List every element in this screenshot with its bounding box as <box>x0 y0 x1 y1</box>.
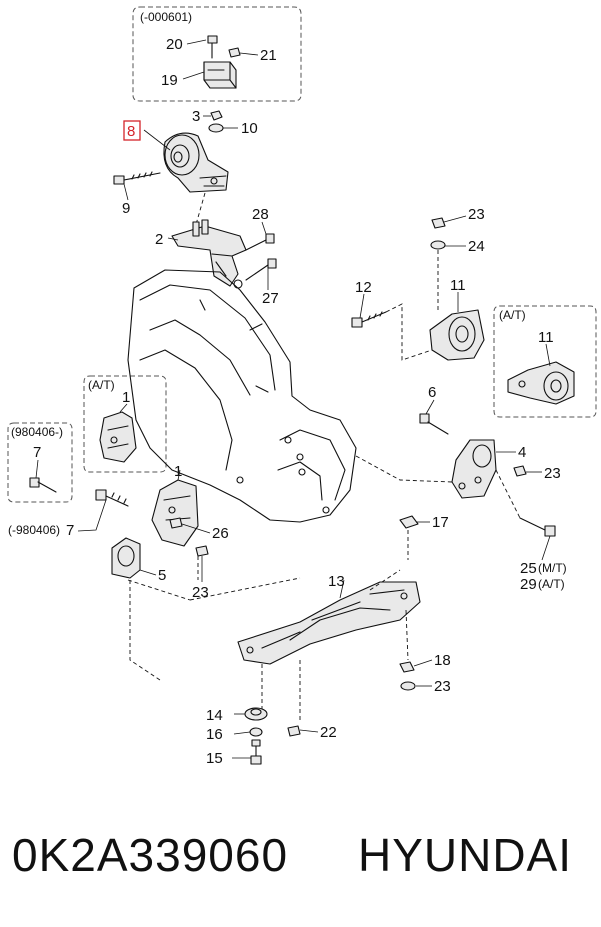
nut-3 <box>210 110 223 121</box>
mount-1 <box>151 479 199 547</box>
bolt-28 <box>245 233 275 251</box>
callout-2: 2 <box>155 231 163 248</box>
variant-label-date-left: (-980406) <box>8 523 60 537</box>
variant-label-at-left: (A/T) <box>88 378 115 392</box>
mount-11 <box>429 309 485 361</box>
callout-15: 15 <box>206 750 223 767</box>
callout-1-at: 1 <box>122 389 130 406</box>
variant-label-at: (A/T) <box>538 577 565 591</box>
mount-17 <box>399 515 419 529</box>
callout-20: 20 <box>166 36 183 53</box>
callout-14: 14 <box>206 707 223 724</box>
callout-6: 6 <box>428 384 436 401</box>
bolt-9 <box>113 171 161 185</box>
nut-18 <box>399 661 415 673</box>
variant-box-date <box>7 422 73 503</box>
callout-21: 21 <box>260 47 277 64</box>
callout-26: 26 <box>212 525 229 542</box>
callout-9: 9 <box>122 200 130 217</box>
part-number: 0K2A339060 <box>12 829 289 881</box>
bolt-20 <box>207 35 218 59</box>
engine-transaxle-outline <box>127 269 357 523</box>
variant-box-at-right <box>493 305 597 418</box>
bracket-19 <box>203 61 237 89</box>
variant-box-at-left <box>83 375 167 473</box>
mount-5 <box>111 537 141 579</box>
callout-24: 24 <box>468 238 485 255</box>
callout-11-at: 11 <box>538 329 554 346</box>
callout-25: 25 <box>520 560 537 577</box>
callout-11: 11 <box>450 277 466 294</box>
bolt-6 <box>419 413 449 435</box>
bolt-12 <box>351 311 387 328</box>
callout-23-left: 23 <box>192 584 209 601</box>
highlight-box-8 <box>123 120 141 141</box>
callout-16: 16 <box>206 726 223 743</box>
bolt-7-box <box>29 477 57 493</box>
bolt-15 <box>250 739 262 765</box>
callout-3: 3 <box>192 108 200 125</box>
variant-label-date: (980406-) <box>11 425 63 439</box>
nut-23-mid <box>513 465 527 477</box>
callout-1: 1 <box>174 463 182 480</box>
callout-12: 12 <box>355 279 372 296</box>
bracket-2 <box>171 219 247 289</box>
callout-10: 10 <box>241 120 258 137</box>
bushing-14 <box>244 707 268 721</box>
bolt-25-29 <box>519 517 556 537</box>
callout-8: 8 <box>127 123 135 140</box>
callout-22: 22 <box>320 724 337 741</box>
mount-1-at <box>99 411 137 463</box>
crossmember-13 <box>237 581 421 665</box>
callout-19: 19 <box>161 72 178 89</box>
leader-lines <box>35 39 551 759</box>
variant-label-top: (-000601) <box>140 10 192 24</box>
engine-mount-exploded-diagram: (-000601) 20 21 19 3 10 8 9 2 28 27 23 2… <box>7 6 597 767</box>
washer-16 <box>249 727 263 737</box>
washer-24 <box>430 240 446 250</box>
mount-11-at <box>507 361 575 405</box>
nut-22 <box>287 725 301 737</box>
callout-18: 18 <box>434 652 451 669</box>
callout-23-bottom: 23 <box>434 678 451 695</box>
nut-23-left <box>195 545 209 557</box>
nut-23-bottom <box>400 681 416 691</box>
brand-name: HYUNDAI <box>358 829 573 881</box>
callout-28: 28 <box>252 206 269 223</box>
callout-13: 13 <box>328 573 345 590</box>
bolt-7-left <box>95 489 129 507</box>
washer-10 <box>208 123 224 133</box>
callout-5: 5 <box>158 567 166 584</box>
callout-7: 7 <box>66 522 74 539</box>
mount-4 <box>451 439 497 499</box>
nut-26 <box>169 517 183 529</box>
nut-21 <box>228 47 241 58</box>
nut-23-top <box>431 217 446 229</box>
bolt-27 <box>245 258 277 281</box>
variant-box-top <box>132 6 302 102</box>
callout-23-top: 23 <box>468 206 485 223</box>
variant-label-mt: (M/T) <box>538 561 567 575</box>
variant-label-at-right: (A/T) <box>499 308 526 322</box>
callout-7-box: 7 <box>33 444 41 461</box>
callout-23-mid: 23 <box>544 465 561 482</box>
callout-17: 17 <box>432 514 449 531</box>
engine-mount-8 <box>163 132 229 193</box>
callout-4: 4 <box>518 444 526 461</box>
callout-27: 27 <box>262 290 279 307</box>
callout-29: 29 <box>520 576 537 593</box>
